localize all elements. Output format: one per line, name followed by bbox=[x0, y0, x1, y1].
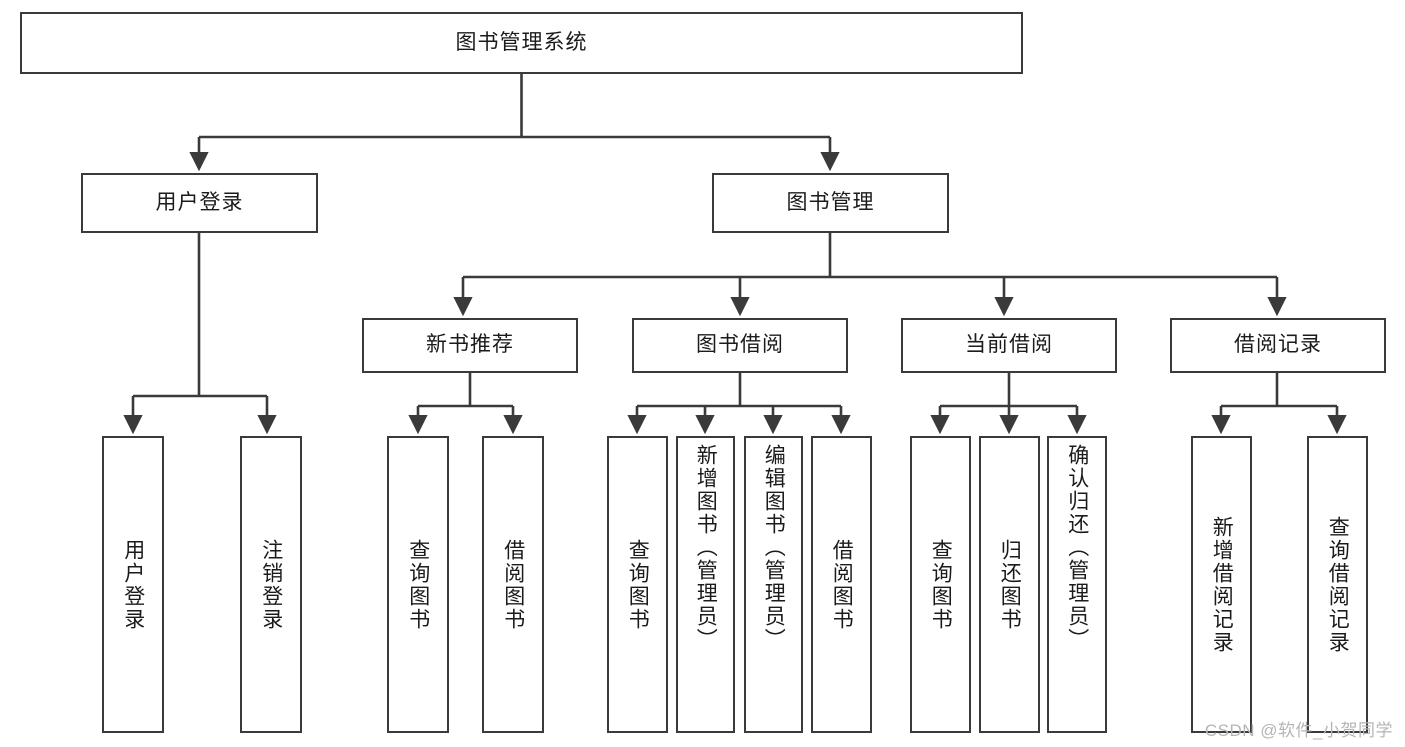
node-label: 确认归还（管理员） bbox=[1065, 444, 1089, 651]
leaf-record-add-record[interactable]: 新增借阅记录 bbox=[1191, 436, 1252, 733]
node-label: 新书推荐 bbox=[426, 333, 514, 357]
node-label: 查询图书 bbox=[626, 538, 650, 631]
node-label: 新增图书（管理员） bbox=[694, 444, 718, 651]
node-root-system[interactable]: 图书管理系统 bbox=[20, 12, 1023, 74]
leaf-current-query-book[interactable]: 查询图书 bbox=[910, 436, 971, 733]
node-label: 借阅图书 bbox=[501, 538, 525, 631]
node-label: 用户登录 bbox=[121, 538, 145, 631]
node-current-borrow[interactable]: 当前借阅 bbox=[901, 318, 1117, 373]
node-new-book-recommend[interactable]: 新书推荐 bbox=[362, 318, 578, 373]
node-label: 图书借阅 bbox=[696, 333, 784, 357]
leaf-user-login-signout[interactable]: 注销登录 bbox=[240, 436, 302, 733]
leaf-borrow-edit-book-admin[interactable]: 编辑图书（管理员） bbox=[744, 436, 803, 733]
node-label: 当前借阅 bbox=[965, 333, 1053, 357]
node-label: 查询图书 bbox=[406, 538, 430, 631]
leaf-newbook-borrow-book[interactable]: 借阅图书 bbox=[482, 436, 544, 733]
node-label: 编辑图书（管理员） bbox=[762, 444, 786, 651]
watermark-text: CSDN @软件_小贺同学 bbox=[1204, 721, 1393, 740]
node-label: 借阅图书 bbox=[830, 538, 854, 631]
node-borrow-record[interactable]: 借阅记录 bbox=[1170, 318, 1386, 373]
leaf-record-query-record[interactable]: 查询借阅记录 bbox=[1307, 436, 1368, 733]
node-label: 借阅记录 bbox=[1234, 333, 1322, 357]
leaf-user-login-signin[interactable]: 用户登录 bbox=[102, 436, 164, 733]
node-book-borrow[interactable]: 图书借阅 bbox=[632, 318, 848, 373]
node-book-management[interactable]: 图书管理 bbox=[712, 173, 949, 233]
leaf-newbook-query-book[interactable]: 查询图书 bbox=[387, 436, 449, 733]
leaf-borrow-query-book[interactable]: 查询图书 bbox=[607, 436, 668, 733]
node-user-login[interactable]: 用户登录 bbox=[81, 173, 318, 233]
node-label: 归还图书 bbox=[998, 538, 1022, 631]
node-label: 图书管理 bbox=[786, 190, 875, 214]
leaf-borrow-add-book-admin[interactable]: 新增图书（管理员） bbox=[676, 436, 735, 733]
leaf-borrow-borrow-book[interactable]: 借阅图书 bbox=[811, 436, 872, 733]
leaf-current-confirm-return-admin[interactable]: 确认归还（管理员） bbox=[1047, 436, 1107, 733]
node-label: 查询借阅记录 bbox=[1326, 515, 1350, 654]
leaf-current-return-book[interactable]: 归还图书 bbox=[979, 436, 1040, 733]
node-label: 查询图书 bbox=[929, 538, 953, 631]
node-label: 新增借阅记录 bbox=[1210, 515, 1234, 654]
node-label: 用户登录 bbox=[155, 190, 244, 214]
node-label: 图书管理系统 bbox=[455, 30, 588, 54]
node-label: 注销登录 bbox=[259, 538, 283, 631]
